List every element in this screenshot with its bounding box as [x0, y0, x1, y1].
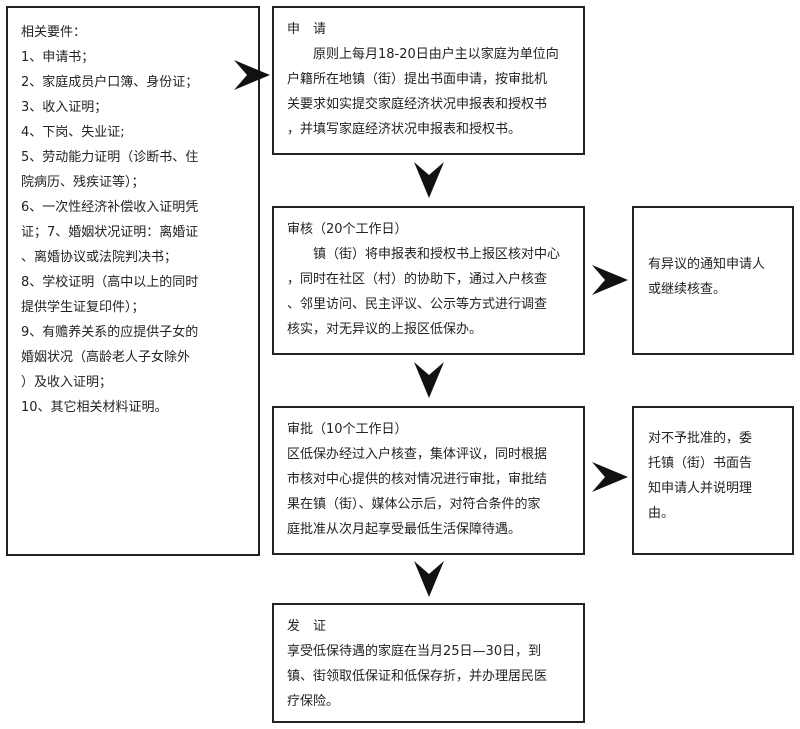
apply-step-box: 申 请 原则上每月18-20日由户主以家庭为单位向 户籍所在地镇（街）提出书面申…	[272, 6, 585, 155]
materials-item: 婚姻状况（高龄老人子女除外	[21, 350, 191, 365]
apply-step-line: 关要求如实提交家庭经济状况申报表和授权书	[287, 97, 548, 112]
certificate-step-title: 发 证	[287, 619, 327, 634]
review-note-line: 有异议的通知申请人	[648, 257, 766, 272]
materials-item: 证；7、婚姻状况证明：离婚证	[21, 225, 199, 240]
approve-step-line: 庭批准从次月起享受最低生活保障待遇。	[287, 522, 522, 537]
approve-step-line: 区低保办经过入户核查，集体评议，同时根据	[287, 447, 548, 462]
apply-step-line: 原则上每月18-20日由户主以家庭为单位向	[313, 47, 559, 62]
materials-item: 6、一次性经济补偿收入证明凭	[21, 200, 199, 215]
materials-item: 院病历、残疾证等）；	[21, 175, 145, 190]
approve-step-title: 审批（10个工作日）	[287, 422, 408, 437]
materials-item: ）及收入证明；	[21, 375, 113, 390]
arrow-right-icon	[592, 462, 628, 492]
materials-item: 提供学生证复印件）；	[21, 300, 145, 315]
approve-note-box: 对不予批准的，委 托镇（街）书面告 知申请人并说明理 由。	[632, 406, 794, 555]
materials-item: 3、收入证明；	[21, 100, 108, 115]
materials-title: 相关要件：	[21, 25, 87, 40]
approve-note-line: 由。	[648, 506, 675, 521]
approve-note-line: 托镇（街）书面告	[648, 456, 753, 471]
arrow-down-icon	[414, 561, 444, 597]
apply-step-line: 户籍所在地镇（街）提出书面申请，按审批机	[287, 72, 548, 87]
review-note-line: 或继续核查。	[648, 282, 727, 297]
apply-step-title: 申 请	[287, 22, 327, 37]
approve-step-line: 市核对中心提供的核对情况进行审批，审批结	[287, 472, 548, 487]
apply-step-line: ，并填写家庭经济状况申报表和授权书。	[287, 122, 522, 137]
review-note-box: 有异议的通知申请人 或继续核查。	[632, 206, 794, 355]
arrow-right-icon	[592, 265, 628, 295]
review-step-line: 、邻里访问、民主评议、公示等方式进行调查	[287, 297, 548, 312]
review-step-line: 镇（街）将申报表和授权书上报区核对中心	[313, 247, 561, 262]
materials-item: 9、有赡养关系的应提供子女的	[21, 325, 199, 340]
materials-box: 相关要件： 1、申请书； 2、家庭成员户口簿、身份证； 3、收入证明； 4、下岗…	[6, 6, 260, 556]
review-step-line: 核实，对无异议的上报区低保办。	[287, 322, 483, 337]
arrow-right-icon	[234, 60, 270, 90]
certificate-step-line: 享受低保待遇的家庭在当月25日—30日，到	[287, 644, 542, 659]
materials-item: 5、劳动能力证明（诊断书、住	[21, 150, 199, 165]
materials-item: 、离婚协议或法院判决书；	[21, 250, 178, 265]
review-step-line: ，同时在社区（村）的协助下，通过入户核查	[287, 272, 548, 287]
approve-note-line: 对不予批准的，委	[648, 431, 753, 446]
approve-step-box: 审批（10个工作日） 区低保办经过入户核查，集体评议，同时根据 市核对中心提供的…	[272, 406, 585, 555]
approve-step-line: 果在镇（街）、媒体公示后，对符合条件的家	[287, 497, 541, 512]
certificate-step-line: 镇、街领取低保证和低保存折，并办理居民医	[287, 669, 548, 684]
arrow-down-icon	[414, 162, 444, 198]
certificate-step-line: 疗保险。	[287, 694, 340, 709]
materials-item: 1、申请书；	[21, 50, 95, 65]
materials-item: 10、其它相关材料证明。	[21, 400, 168, 415]
materials-item: 4、下岗、失业证;	[21, 125, 125, 140]
review-step-title: 审核（20个工作日）	[287, 222, 408, 237]
materials-item: 8、学校证明（高中以上的同时	[21, 275, 199, 290]
review-step-box: 审核（20个工作日） 镇（街）将申报表和授权书上报区核对中心 ，同时在社区（村）…	[272, 206, 585, 355]
arrow-down-icon	[414, 362, 444, 398]
approve-note-line: 知申请人并说明理	[648, 481, 753, 496]
certificate-step-box: 发 证 享受低保待遇的家庭在当月25日—30日，到 镇、街领取低保证和低保存折，…	[272, 603, 585, 723]
materials-item: 2、家庭成员户口簿、身份证；	[21, 75, 199, 90]
